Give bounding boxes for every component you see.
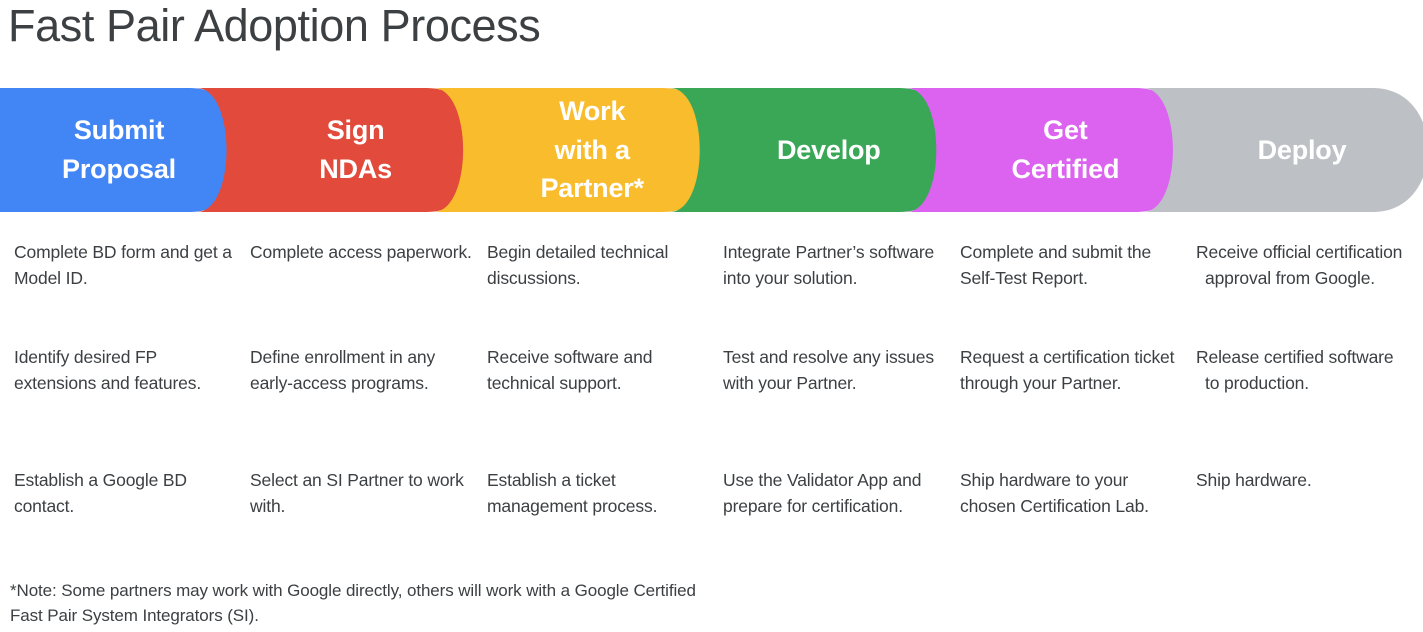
detail-item: Identify desired FP extensions and featu… — [14, 347, 202, 393]
detail-item: Establish a ticket management process. — [487, 470, 658, 516]
detail-item: Receive software and technical support. — [487, 347, 653, 393]
detail-item: Integrate Partner’s software into your s… — [723, 242, 935, 288]
chevron-shapes — [0, 88, 1423, 212]
chevron-submit-proposal[interactable] — [0, 88, 245, 212]
detail-item: Receive official certification approval … — [1196, 242, 1403, 288]
footnote-note: *Note: Some partners may work with Googl… — [10, 581, 696, 625]
detail-item: Request a certification ticket through y… — [960, 347, 1175, 393]
detail-item: Establish a Google BD contact. — [14, 470, 187, 516]
detail-item: Complete and submit the Self-Test Report… — [960, 242, 1152, 288]
chevron-get-certified[interactable] — [906, 88, 1192, 212]
detail-item: Define enrollment in any early-access pr… — [250, 347, 436, 393]
detail-item: Ship hardware. — [1196, 470, 1312, 490]
detail-item: Use the Validator App and prepare for ce… — [723, 470, 922, 516]
detail-item: Complete BD form and get a Model ID. — [14, 242, 232, 288]
process-chevron-band — [0, 88, 1423, 212]
chevron-work-with-a-partner[interactable] — [433, 88, 719, 212]
page-title: Fast Pair Adoption Process — [8, 0, 541, 51]
detail-item: Test and resolve any issues with your Pa… — [723, 347, 934, 393]
chevron-deploy[interactable] — [1143, 88, 1423, 212]
detail-item: Release certified software to production… — [1196, 347, 1394, 393]
detail-item: Complete access paperwork. — [250, 242, 472, 262]
detail-item: Select an SI Partner to work with. — [250, 470, 464, 516]
detail-item: Ship hardware to your chosen Certificati… — [960, 470, 1149, 516]
chevron-sign-ndas[interactable] — [196, 88, 482, 212]
detail-item: Begin detailed technical discussions. — [487, 242, 669, 288]
chevron-develop[interactable] — [669, 88, 955, 212]
